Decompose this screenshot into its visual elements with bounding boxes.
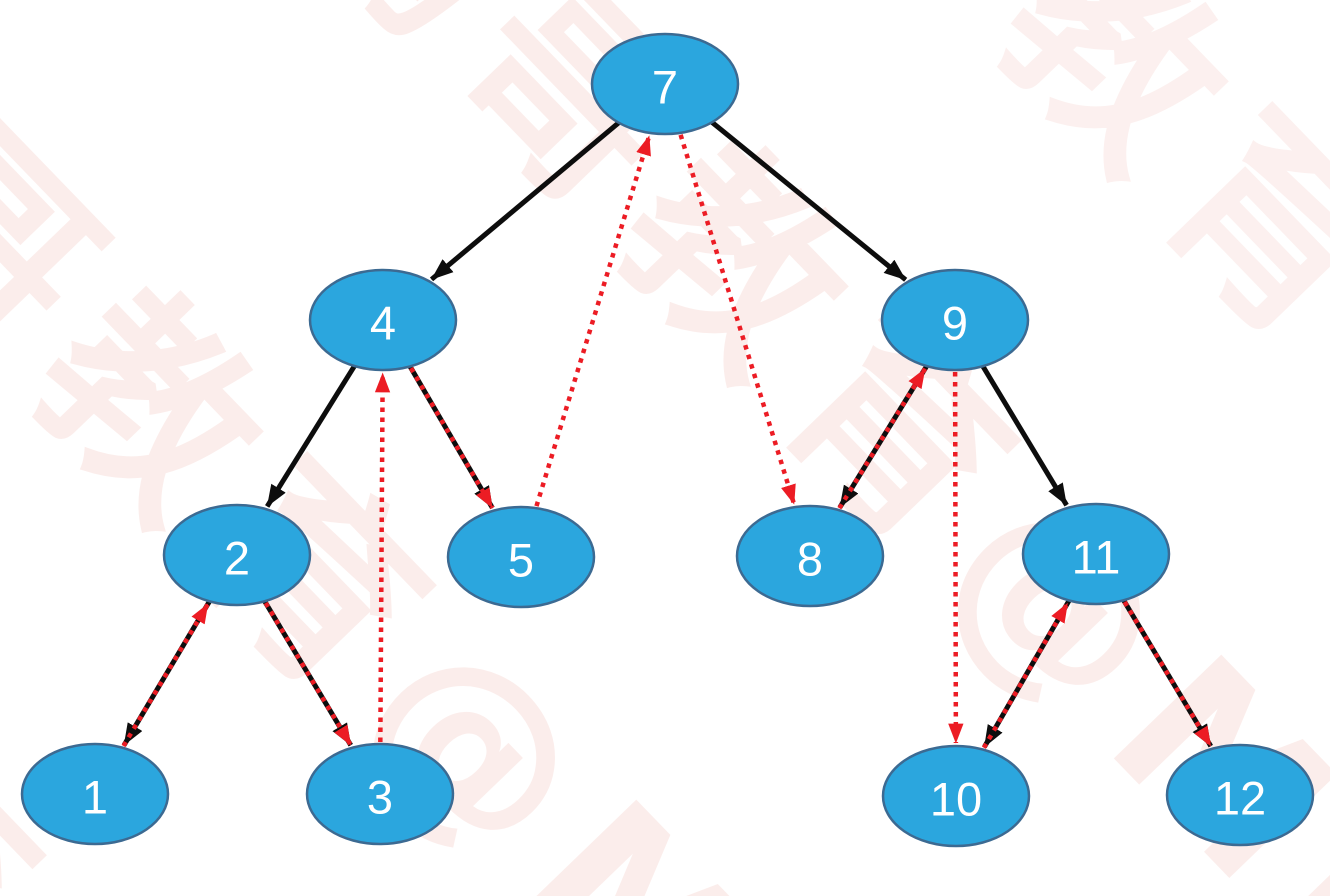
node-ellipse: [735, 504, 885, 608]
tree-node-2: 2: [162, 503, 312, 607]
node-label: 2: [224, 532, 250, 585]
tree-node-7: 7: [590, 32, 740, 136]
traversal-arrow-9-10: [948, 371, 964, 744]
node-label: 4: [370, 297, 396, 350]
tree-edge-4-2: [265, 364, 357, 508]
traversal-arrow-10-11: [981, 601, 1070, 749]
node-label: 10: [930, 773, 982, 826]
tree-node-8: 8: [735, 504, 885, 608]
node-ellipse: [1021, 502, 1171, 606]
tree-edge-7-9: [710, 120, 908, 282]
traversal-arrow-3-4: [374, 372, 391, 743]
node-label: 9: [942, 297, 968, 350]
node-ellipse: [446, 505, 596, 609]
tree-edge-9-11: [980, 364, 1069, 507]
tree-node-1: 1: [20, 742, 170, 846]
node-ellipse: [880, 268, 1030, 372]
node-ellipse: [881, 744, 1031, 848]
tree-edge-7-4: [429, 120, 621, 282]
traversal-arrow-4-5: [409, 367, 495, 510]
tree-node-9: 9: [880, 268, 1030, 372]
node-ellipse: [20, 742, 170, 846]
traversal-arrow-7-8: [678, 134, 797, 505]
node-label: 7: [652, 61, 678, 114]
node-label: 12: [1214, 772, 1266, 825]
tree-node-12: 12: [1165, 743, 1315, 847]
node-label: 8: [797, 533, 823, 586]
traversal-arrow-8-9: [837, 367, 928, 510]
tree-node-4: 4: [308, 268, 458, 372]
traversal-arrow-2-3: [263, 601, 353, 747]
node-ellipse: [1165, 743, 1315, 847]
traversal-arrow-5-7: [534, 135, 652, 507]
node-ellipse: [162, 503, 312, 607]
traversal-arrow-11-12: [1122, 600, 1213, 748]
traversal-arrow-1-2: [121, 602, 210, 748]
tree-node-3: 3: [305, 742, 455, 846]
tree-node-10: 10: [881, 744, 1031, 848]
tree-edge-11-10: [982, 599, 1072, 749]
tree-node-11: 11: [1021, 502, 1171, 606]
node-ellipse: [590, 32, 740, 136]
node-label: 5: [508, 534, 534, 587]
node-label: 1: [82, 771, 108, 824]
node-label: 11: [1072, 531, 1121, 584]
node-ellipse: [305, 742, 455, 846]
tree-node-5: 5: [446, 505, 596, 609]
node-label: 3: [367, 771, 393, 824]
node-ellipse: [308, 268, 458, 372]
